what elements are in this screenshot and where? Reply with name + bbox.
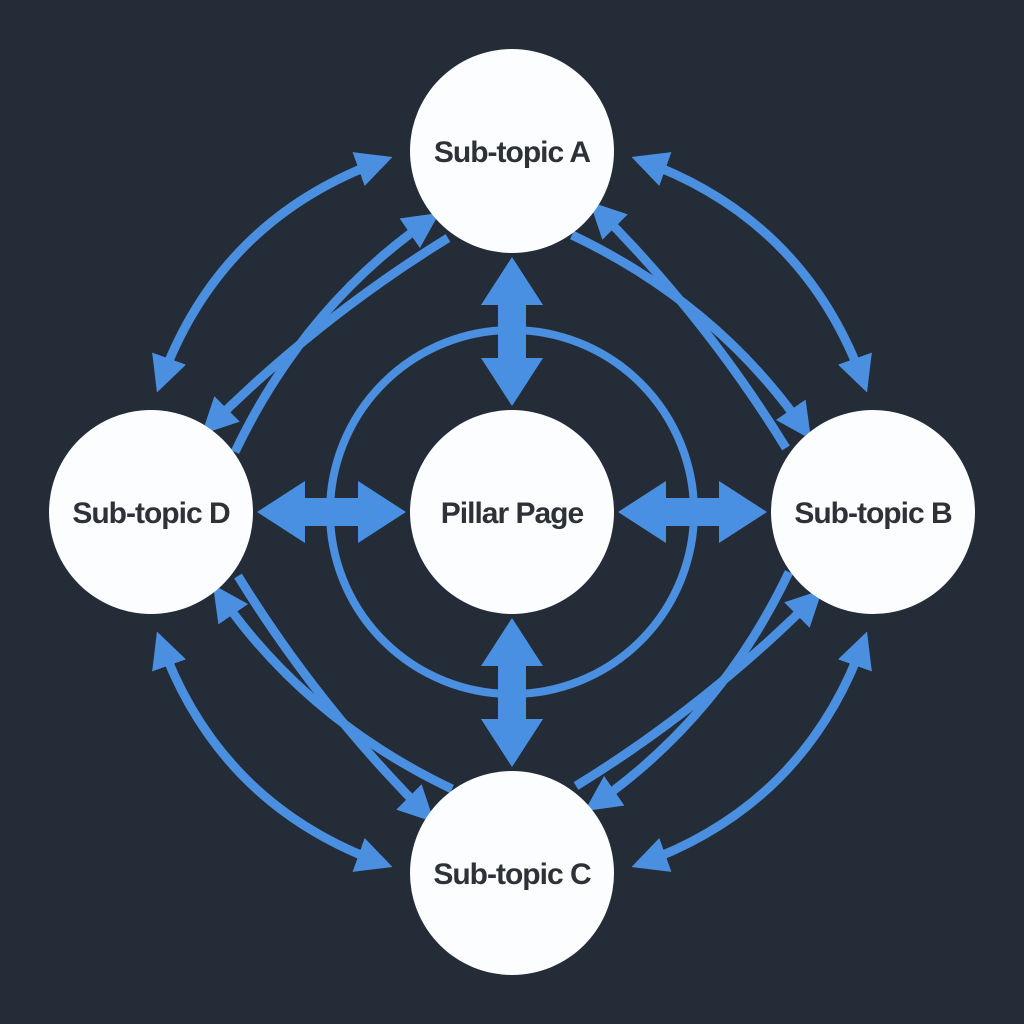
nodes: Pillar Page Sub-topic A Sub-topic B Sub-… [49,49,975,975]
arc-c-to-b [573,589,823,790]
hub-spoke-arrows [257,257,767,767]
hub-arrow-top [481,257,543,406]
node-sub-topic-b: Sub-topic B [771,410,975,614]
node-circle-sub-topic-c [410,771,614,975]
arc-b-to-a [589,201,790,451]
node-sub-topic-d: Sub-topic D [49,410,253,614]
node-label-sub-topic-c: Sub-topic C [433,858,591,891]
arc-d-to-a [230,212,440,454]
curved-link-web [152,152,872,872]
arc-c-d-outer-bidirectional [152,631,393,872]
arc-b-c-outer-bidirectional [631,631,872,872]
node-circle-pillar-page [410,410,614,614]
node-label-pillar-page: Pillar Page [441,497,584,530]
node-circle-sub-topic-b [771,410,975,614]
node-pillar-page: Pillar Page [410,410,614,614]
arc-d-a-outer-bidirectional [152,152,393,393]
arc-a-to-d [201,234,451,435]
node-label-sub-topic-b: Sub-topic B [794,497,952,530]
node-label-sub-topic-d: Sub-topic D [72,497,230,530]
node-sub-topic-c: Sub-topic C [410,771,614,975]
arc-a-to-b [570,230,812,440]
arc-d-to-c [234,573,435,823]
node-sub-topic-a: Sub-topic A [410,49,614,253]
node-label-sub-topic-a: Sub-topic A [434,136,591,169]
arc-a-b-outer-bidirectional [631,152,872,393]
node-circle-sub-topic-a [410,49,614,253]
node-circle-sub-topic-d [49,410,253,614]
arc-b-to-c [584,570,794,812]
arc-c-to-d [212,584,454,794]
